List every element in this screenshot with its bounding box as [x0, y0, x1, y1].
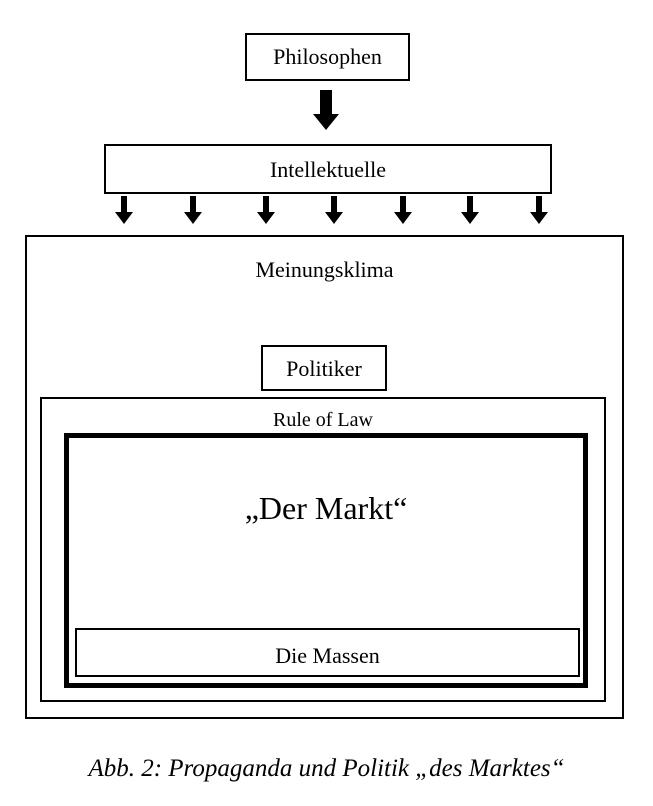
die-massen-box: Die Massen	[75, 628, 580, 677]
philosophen-box: Philosophen	[245, 33, 410, 81]
politiker-label: Politiker	[286, 356, 362, 381]
der-markt-label: „Der Markt“	[244, 490, 408, 526]
die-massen-label: Die Massen	[275, 643, 380, 668]
intellektuelle-box: Intellektuelle	[104, 144, 552, 194]
figure-caption: Abb. 2: Propaganda und Politik „des Mark…	[88, 755, 565, 782]
politiker-box: Politiker	[261, 345, 387, 391]
intellektuelle-label: Intellektuelle	[269, 157, 387, 182]
meinungsklima-label: Meinungsklima	[255, 257, 394, 282]
rule-of-law-label: Rule of Law	[273, 409, 373, 431]
philosophen-label: Philosophen	[273, 44, 382, 69]
